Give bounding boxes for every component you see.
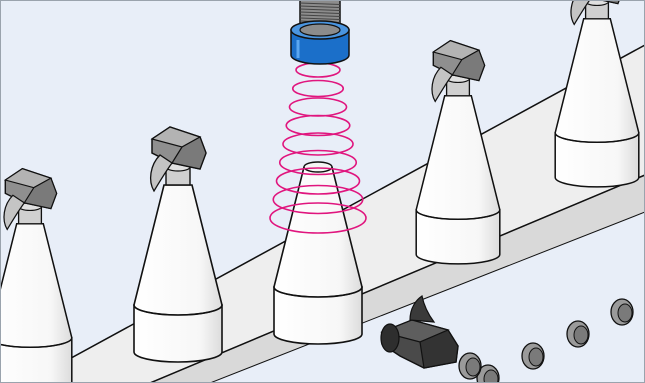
roller bbox=[566, 320, 590, 348]
spray-head-icon bbox=[3, 167, 58, 231]
inductive-proximity-sensor-icon bbox=[290, 0, 350, 65]
bottle-5 bbox=[554, 0, 640, 188]
field-ring bbox=[282, 132, 354, 156]
belt-rollers bbox=[458, 298, 634, 383]
spray-head-icon bbox=[149, 126, 207, 193]
trigger-spray-head-icon bbox=[380, 295, 459, 369]
detection-field-icon bbox=[269, 62, 367, 234]
field-ring bbox=[291, 79, 345, 98]
field-ring bbox=[269, 202, 367, 234]
roller bbox=[476, 364, 500, 383]
roller bbox=[458, 352, 482, 380]
bottle-1 bbox=[0, 167, 73, 383]
field-ring bbox=[272, 184, 364, 215]
bottle-2 bbox=[133, 126, 223, 363]
roller bbox=[610, 298, 634, 326]
roller bbox=[521, 342, 545, 370]
spray-head-icon bbox=[431, 39, 486, 103]
field-ring bbox=[285, 114, 351, 137]
bottle-3 bbox=[273, 161, 363, 345]
field-ring bbox=[278, 149, 358, 176]
bottle-4 bbox=[415, 39, 501, 265]
field-ring bbox=[275, 167, 361, 195]
